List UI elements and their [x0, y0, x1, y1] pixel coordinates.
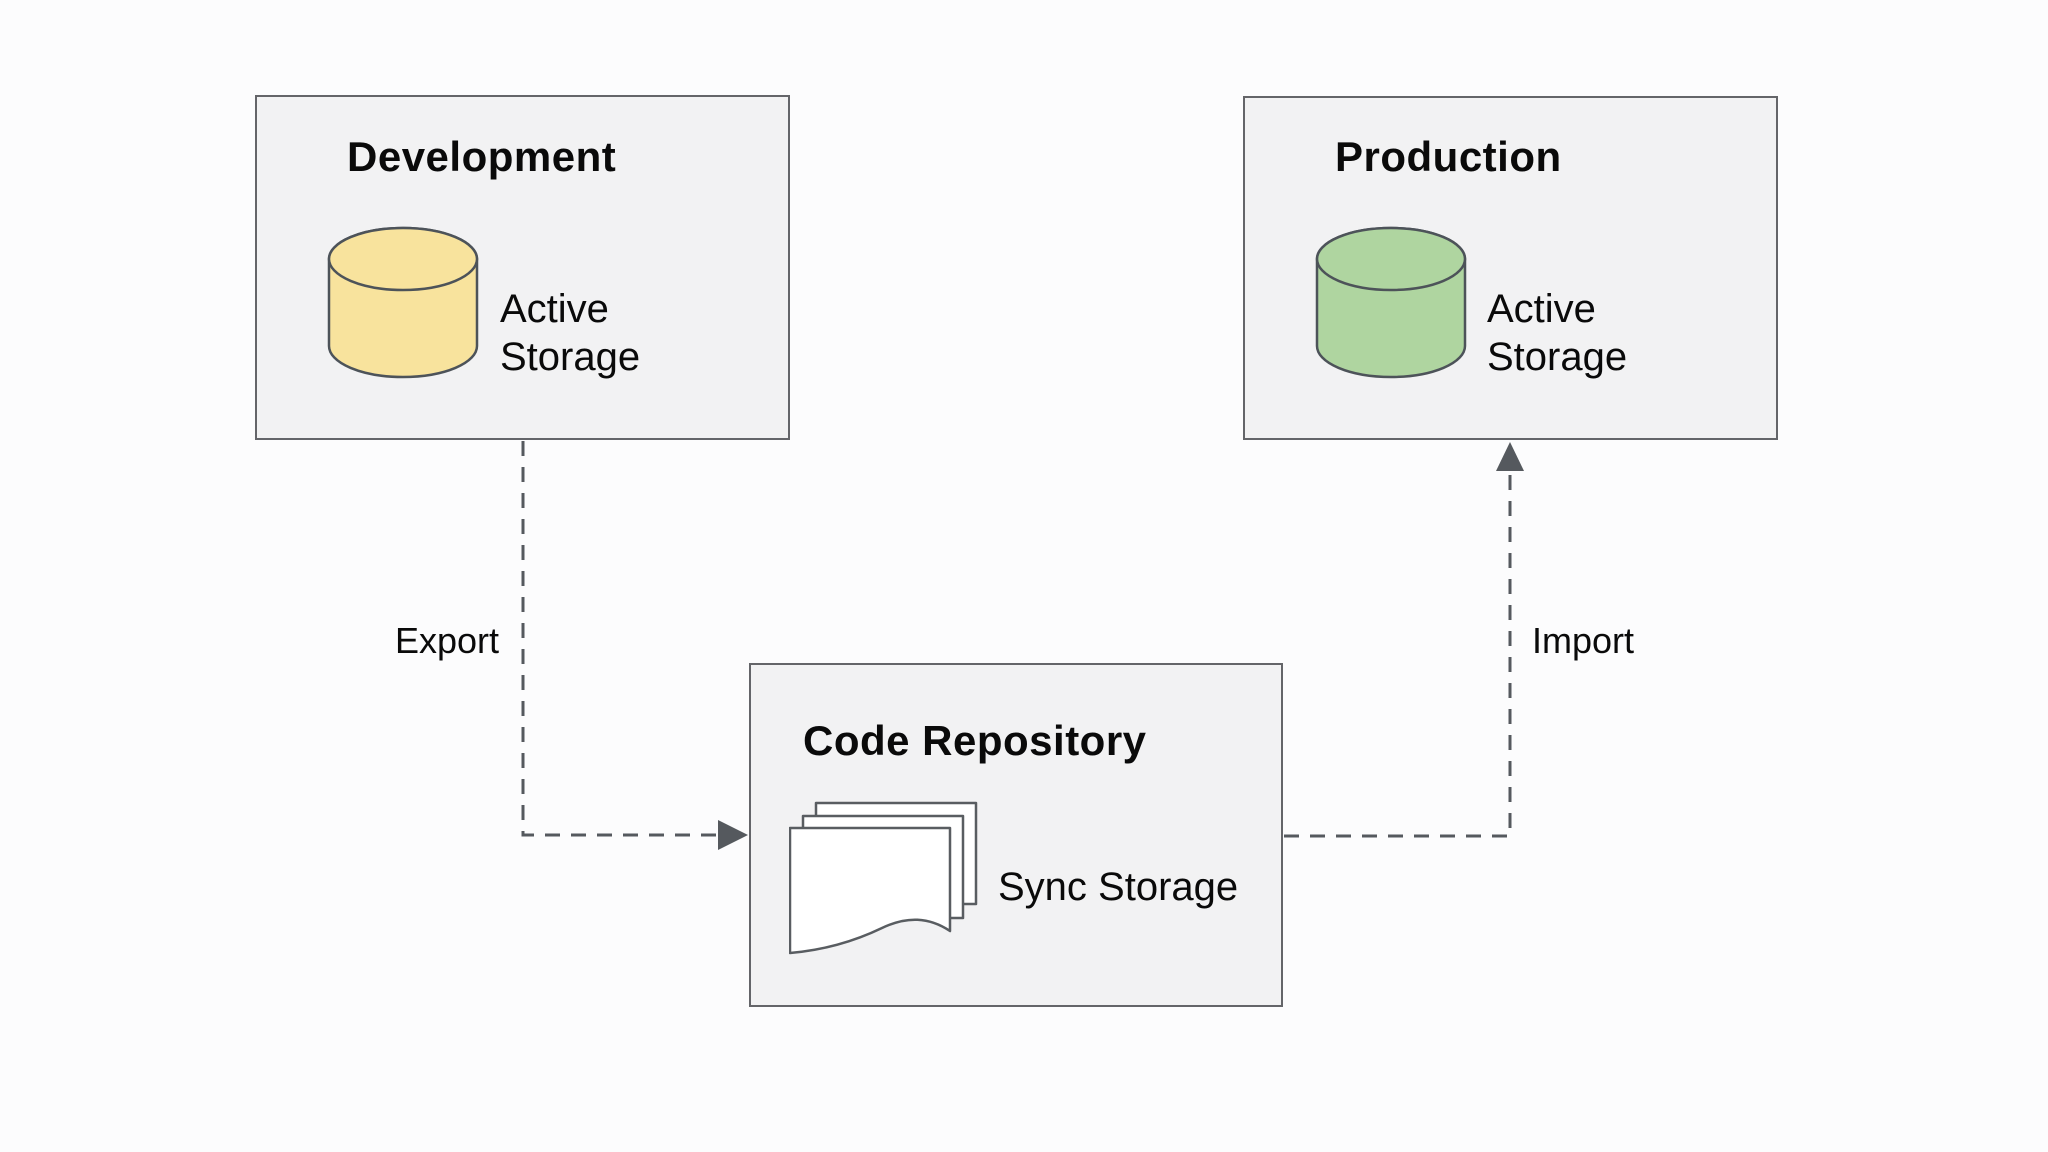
database-cylinder-icon: [1315, 226, 1467, 379]
export-connector-line: [521, 441, 730, 837]
import-connector-line: [1284, 472, 1512, 838]
export-edge-label: Export: [395, 620, 500, 661]
documents-stack-icon: [789, 801, 978, 955]
import-arrowhead-icon: [1496, 442, 1524, 471]
sync-storage-label: Sync Storage: [998, 865, 1239, 909]
import-edge-label: Import: [1532, 620, 1635, 661]
production-title: Production: [1335, 133, 1562, 180]
node-code-repository: Code Repository Sync Storage: [749, 663, 1283, 1007]
development-storage-label: Active Storage: [500, 287, 641, 379]
code-repository-title: Code Repository: [803, 717, 1147, 764]
database-cylinder-icon: [327, 226, 479, 379]
development-title: Development: [347, 133, 617, 180]
node-development: Development Active Storage: [255, 95, 790, 440]
export-arrowhead-icon: [718, 820, 748, 850]
node-production: Production Active Storage: [1243, 96, 1778, 440]
production-storage-label: Active Storage: [1487, 287, 1628, 379]
